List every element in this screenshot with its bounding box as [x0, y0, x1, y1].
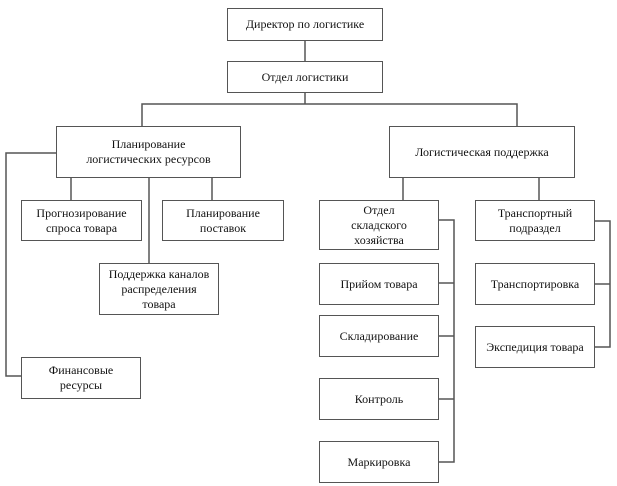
node-resource-planning: Планирование логистических ресурсов — [56, 126, 241, 178]
node-transportation: Транспортировка — [475, 263, 595, 305]
node-control: Контроль — [319, 378, 439, 420]
node-logistics-support: Логистическая поддержка — [389, 126, 575, 178]
node-logistics-dept: Отдел логистики — [227, 61, 383, 93]
node-goods-receipt: Прийом товара — [319, 263, 439, 305]
node-goods-dispatch: Экспедиция товара — [475, 326, 595, 368]
edge-dept-branches — [141, 103, 518, 126]
node-director: Директор по логистике — [227, 8, 383, 41]
node-warehouse-dept: Отдел складского хозяйства — [319, 200, 439, 250]
node-transport-unit: Транспортный подраздел — [475, 200, 595, 241]
node-distribution-channels: Поддержка каналов распределения товара — [99, 263, 219, 315]
node-marking: Маркировка — [319, 441, 439, 483]
node-demand-forecasting: Прогнозирование спроса товара — [21, 200, 142, 241]
node-supply-planning: Планирование поставок — [162, 200, 284, 241]
edge-warehouse-bus — [439, 219, 455, 463]
node-financial-resources: Финансовые ресурсы — [21, 357, 141, 399]
node-warehousing: Складирование — [319, 315, 439, 357]
edge-rp-finance — [5, 152, 56, 377]
